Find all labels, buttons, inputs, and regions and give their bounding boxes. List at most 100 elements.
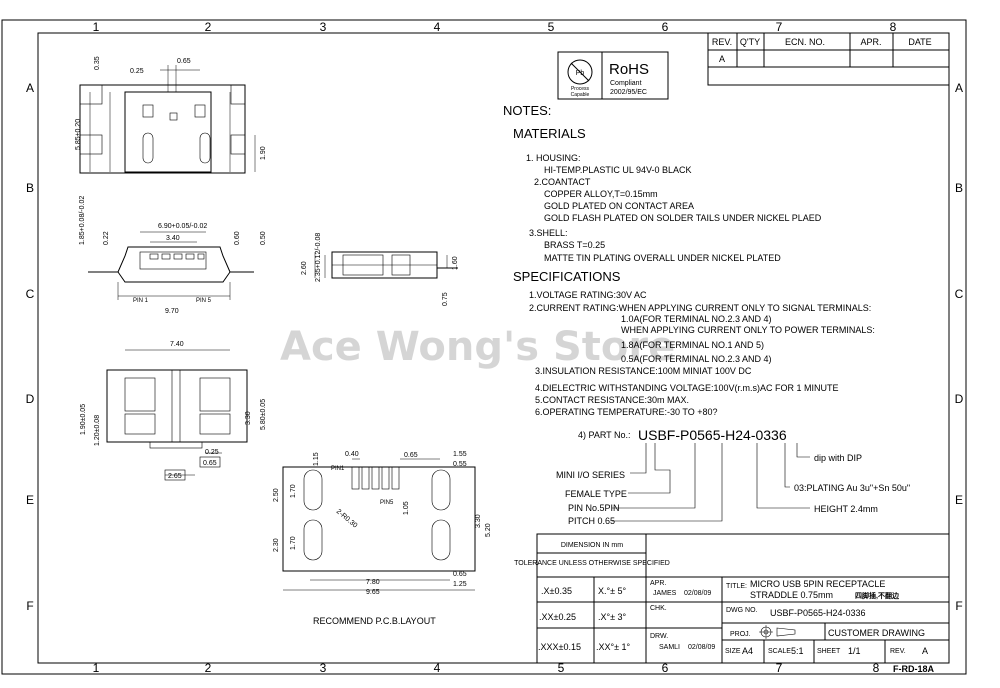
proj-label: PROJ. xyxy=(730,631,751,638)
col-label: 7 xyxy=(776,661,783,675)
material-line: GOLD FLASH PLATED ON SOLDER TAILS UNDER … xyxy=(544,213,822,223)
pin1-label: PIN 1 xyxy=(133,298,149,304)
row-label: D xyxy=(26,392,35,406)
bottom-view: 7.40 1.90±0.05 1.20±0.08 3.30 5.80±0.05 … xyxy=(80,341,267,481)
dwg-number: USBF-P0565-H24-0336 xyxy=(770,608,866,618)
dim-label: 3.30 xyxy=(475,514,482,528)
material-line: MATTE TIN PLATING OVERALL UNDER NICKEL P… xyxy=(544,253,781,263)
col-label: 3 xyxy=(320,661,327,675)
col-label: 1 xyxy=(93,20,100,34)
dim-label: 0.65 xyxy=(203,460,217,467)
dim-label: 5.20 xyxy=(485,523,492,537)
dim-label: 0.60 xyxy=(234,231,241,245)
spec-line: 2.CURRENT RATING:WHEN APPLYING CURRENT O… xyxy=(529,303,871,313)
row-label: E xyxy=(26,493,34,507)
col-label: 6 xyxy=(662,20,669,34)
dim-label: 1.90 xyxy=(260,146,267,160)
capable-label: Capable xyxy=(571,92,590,98)
column-labels-top: 1 2 3 4 5 6 7 8 xyxy=(93,20,897,34)
row-label: F xyxy=(955,599,962,613)
outer-frame xyxy=(1,19,967,675)
material-line: 1. HOUSING: xyxy=(526,153,581,163)
dip-label: dip with DIP xyxy=(814,453,862,463)
side-view: 2.60 2.35+0.12/-0.08 1.60 0.75 xyxy=(301,233,459,306)
dim-label: 3.40 xyxy=(166,235,180,242)
tolerance-value: .XX±0.25 xyxy=(539,612,576,622)
process-label: Process xyxy=(571,86,590,92)
watermark-text: Ace Wong's Store xyxy=(280,324,675,370)
rohs-line1: Compliant xyxy=(610,80,642,87)
row-label: D xyxy=(955,392,964,406)
size-value: A4 xyxy=(742,646,753,656)
spec-line: WHEN APPLYING CURRENT ONLY TO POWER TERM… xyxy=(621,325,875,335)
apr-date: 02/08/09 xyxy=(684,590,711,597)
inner-frame xyxy=(37,32,950,664)
material-line: 2.COANTACT xyxy=(534,177,591,187)
dim-label: 1.85+0.08/-0.02 xyxy=(79,196,86,245)
row-label: B xyxy=(26,181,34,195)
column-labels-bottom: 1 2 3 4 5 6 7 8 xyxy=(93,661,880,675)
date-header: DATE xyxy=(908,37,931,47)
series-label: MINI I/O SERIES xyxy=(556,470,625,480)
scale-value: 5:1 xyxy=(791,646,804,656)
tolerance-note: TOLERANCE UNLESS OTHERWISE SPECIFIED xyxy=(514,560,670,567)
sheet-label: SHEET xyxy=(817,648,841,655)
top-view: 0.35 0.25 0.65 5.85±0.20 1.90 xyxy=(75,56,267,174)
dim-label: 0.40 xyxy=(345,451,359,458)
row-label: A xyxy=(26,81,34,95)
dim-label: 6.90+0.05/-0.02 xyxy=(158,223,207,230)
col-label: 4 xyxy=(434,661,441,675)
dim-label: 1.20±0.08 xyxy=(94,415,101,446)
pcb-layout-view: 0.40 1.15 0.65 1.55 0.55 2.50 1.70 2-R0.… xyxy=(273,451,492,626)
dim-label: 0.75 xyxy=(442,292,449,306)
material-line: GOLD PLATED ON CONTACT AREA xyxy=(544,201,694,211)
title-block: DIMENSION IN mm TOLERANCE UNLESS OTHERWI… xyxy=(514,533,950,664)
dim-label: 9.65 xyxy=(366,589,380,596)
size-label: SIZE xyxy=(725,648,741,655)
col-label: 5 xyxy=(548,20,555,34)
spec-line: 1.VOLTAGE RATING:30V AC xyxy=(529,290,647,300)
pin5-label: PIN5 xyxy=(380,500,394,506)
dim-label: 2.35+0.12/-0.08 xyxy=(315,233,322,282)
sheet-value: 1/1 xyxy=(848,646,861,656)
projection-symbol-icon xyxy=(759,625,796,639)
dim-label: 0.55 xyxy=(453,461,467,468)
drw-date: 02/08/09 xyxy=(688,644,715,651)
row-label: C xyxy=(955,287,964,301)
rev-label: REV. xyxy=(890,648,906,655)
dim-label: 3.30 xyxy=(245,411,252,425)
tolerance-value: .X°± 3° xyxy=(598,612,627,622)
dim-label: 0.65 xyxy=(404,452,418,459)
part-number-breakdown: 4) PART No.: USBF-P0565-H24-0336 MINI I/… xyxy=(556,427,910,526)
col-label: 1 xyxy=(93,661,100,675)
rev-value: A xyxy=(719,54,725,64)
specifications-heading: SPECIFICATIONS xyxy=(513,269,621,284)
dim-label: 9.70 xyxy=(165,308,179,315)
pb-free-icon xyxy=(567,59,593,85)
dim-label: 1.25 xyxy=(453,581,467,588)
col-label: 4 xyxy=(434,20,441,34)
customer-drawing-label: CUSTOMER DRAWING xyxy=(828,628,925,638)
dim-label: 2.50 xyxy=(273,488,280,502)
spec-line: 6.OPERATING TEMPERATURE:-30 TO +80? xyxy=(535,407,717,417)
dim-label: 2.65 xyxy=(168,473,182,480)
tolerance-value: X.°± 5° xyxy=(598,586,627,596)
col-label: 2 xyxy=(205,20,212,34)
ecn-header: ECN. NO. xyxy=(785,37,825,47)
notes-title: NOTES: xyxy=(503,103,551,118)
col-label: 6 xyxy=(662,661,669,675)
col-label: 3 xyxy=(320,20,327,34)
material-line: COPPER ALLOY,T=0.15mm xyxy=(544,189,658,199)
material-line: 3.SHELL: xyxy=(529,228,568,238)
pcb-layout-title: RECOMMEND P.C.B.LAYOUT xyxy=(313,616,436,626)
pitch-label: PITCH 0.65 xyxy=(568,516,615,526)
spec-line: 5.CONTACT RESISTANCE:30m MAX. xyxy=(535,395,689,405)
dim-label: 0.25 xyxy=(130,68,144,75)
col-label: 7 xyxy=(776,20,783,34)
tolerance-value: .XX°± 1° xyxy=(596,642,631,652)
part-number-value: USBF-P0565-H24-0336 xyxy=(638,427,787,443)
spec-line: 0.5A(FOR TERMINAL NO.2.3 AND 4) xyxy=(621,354,772,364)
title-line1: MICRO USB 5PIN RECEPTACLE xyxy=(750,579,885,589)
apr-header: APR. xyxy=(860,37,881,47)
dim-label: 5.80±0.05 xyxy=(260,399,267,430)
